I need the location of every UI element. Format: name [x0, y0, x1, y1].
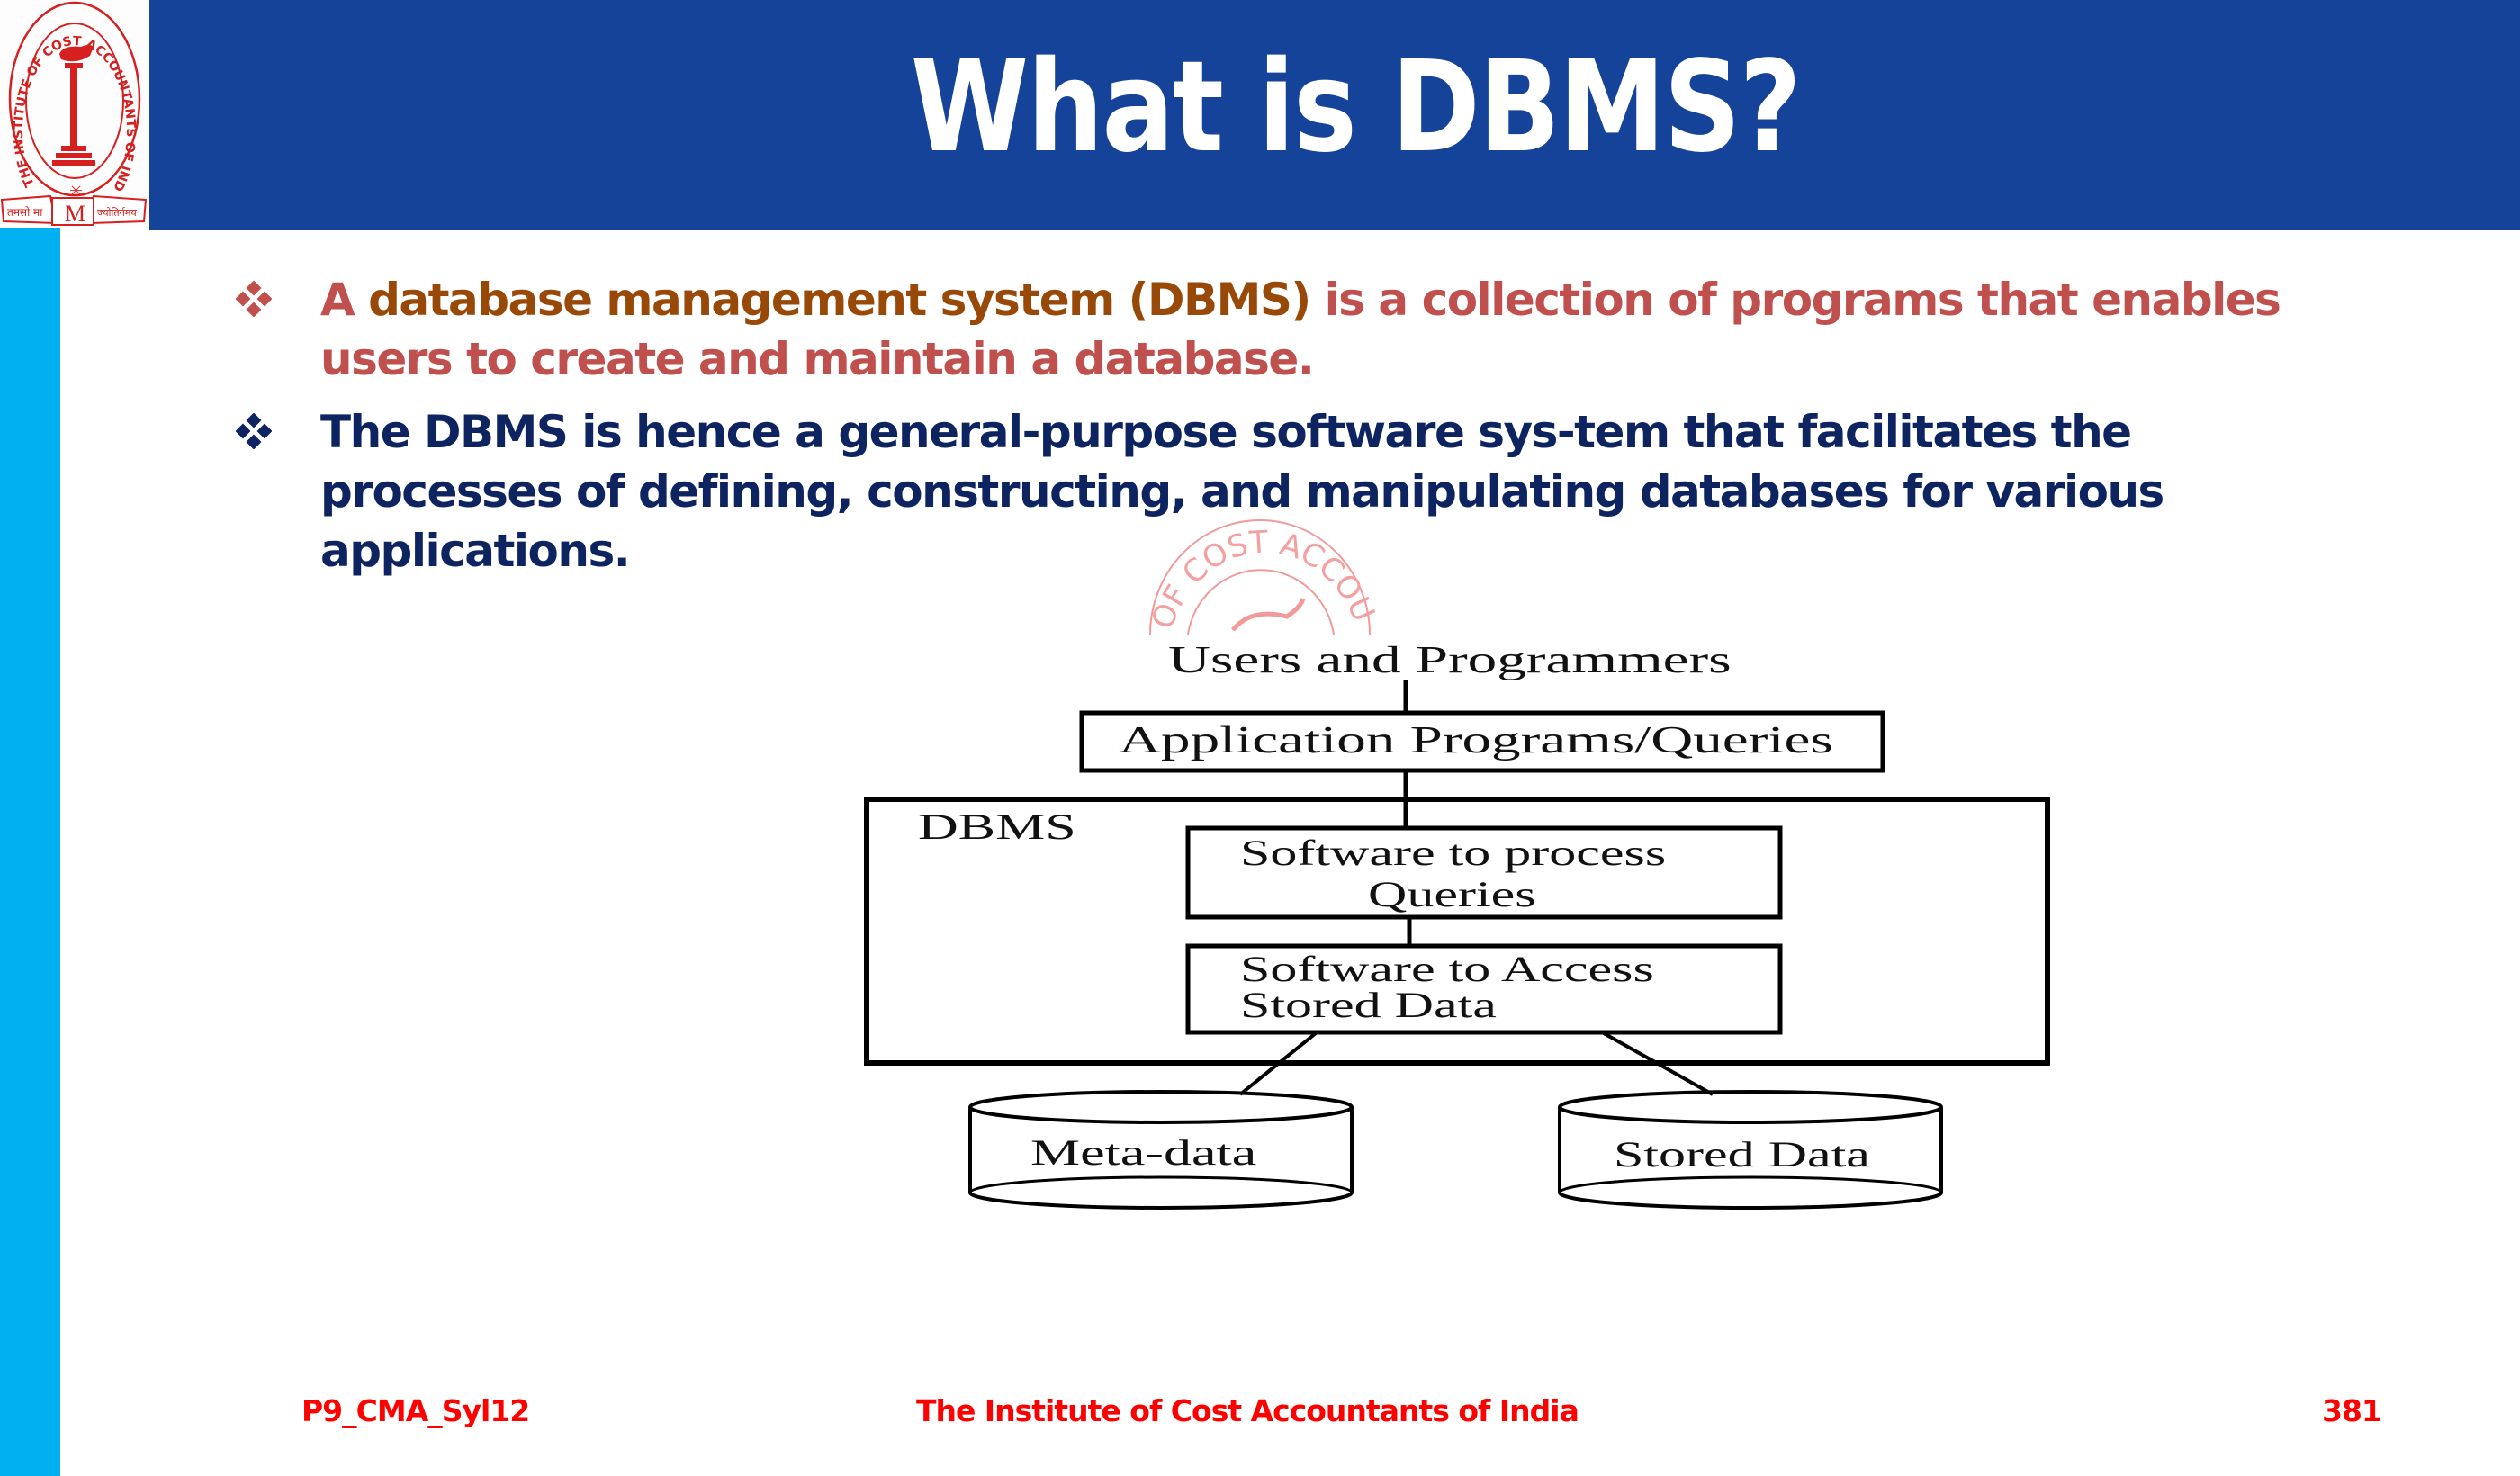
meta-data-cylinder-icon	[968, 1090, 1354, 1210]
footer-page-number: 381	[2322, 1393, 2382, 1428]
dbms-label: DBMS	[918, 806, 1076, 847]
diamond-bullet-icon	[236, 413, 272, 449]
query-box-line1: Software to process	[1240, 832, 1667, 873]
logo-monogram: M	[65, 201, 86, 227]
slide-title: What is DBMS?	[910, 34, 1802, 181]
institute-logo: THE INSTITUTE OF COST ACCOUNTANTS OF IND…	[0, 0, 149, 228]
bullet-list: A database management system (DBMS) is a…	[236, 270, 2306, 594]
query-processor-box	[1185, 825, 1783, 920]
footer-course-code: P9_CMA_Syl12	[302, 1393, 530, 1428]
access-box-line1: Software to Access	[1240, 949, 1654, 989]
connector-access-meta	[1238, 1031, 1318, 1096]
sidebar-accent-bar	[0, 228, 60, 1476]
diamond-bullet-icon	[236, 281, 272, 317]
app-programs-label: Application Programs/Queries	[1119, 720, 1833, 761]
stored-data-label: Stored Data	[1614, 1134, 1870, 1174]
watermark-emblem-icon: OF COST ACCOUN	[1143, 518, 1377, 634]
institute-emblem-icon: THE INSTITUTE OF COST ACCOUNTANTS OF IND…	[0, 0, 148, 227]
logo-watermark: OF COST ACCOUN	[1143, 518, 1377, 634]
bullet-lead: A	[320, 274, 369, 326]
stored-data-cylinder-icon	[1558, 1090, 1943, 1210]
connector-access-stored	[1603, 1031, 1714, 1096]
access-box-line2: Stored Data	[1240, 985, 1497, 1025]
meta-data-label: Meta-data	[1030, 1132, 1257, 1173]
bullet-text: The DBMS is hence a general-purpose soft…	[320, 406, 2164, 577]
access-data-box	[1185, 943, 1783, 1035]
bullet-rest: is a collection of programs that enables…	[320, 274, 2282, 385]
logo-motto-left: तमसो मा	[7, 206, 43, 219]
footer-institute-name: The Institute of Cost Accountants of Ind…	[916, 1393, 1580, 1428]
bullet-term: database management system (DBMS)	[368, 274, 1311, 326]
query-box-line2: Queries	[1368, 874, 1536, 914]
svg-text:✳: ✳	[69, 182, 83, 201]
title-bar	[149, 0, 2520, 230]
app-programs-box	[1079, 710, 1886, 773]
users-programmers-label: Users and Programmers	[1168, 640, 1732, 681]
bullet-item-definition: A database management system (DBMS) is a…	[236, 270, 2381, 389]
logo-motto-right: ज्योतिर्गमय	[97, 207, 137, 219]
dbms-outer-box	[864, 796, 2050, 1066]
bullet-item-purpose: The DBMS is hence a general-purpose soft…	[236, 402, 2255, 580]
